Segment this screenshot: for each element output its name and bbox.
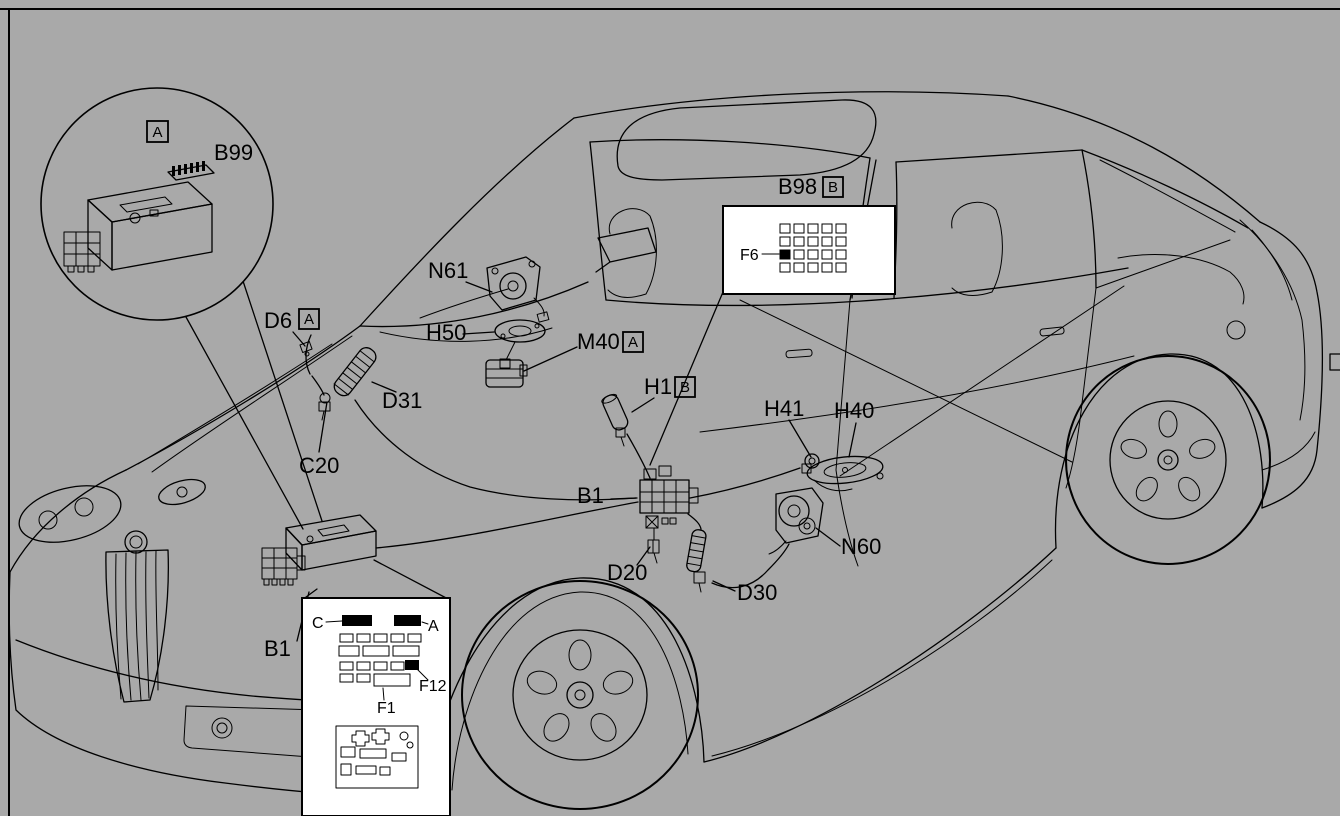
label-h1-box: B [680, 379, 690, 396]
headlight-left [18, 485, 122, 543]
component-n60-motor [768, 487, 824, 555]
grille-shield [105, 549, 169, 703]
label-n60: N60 [841, 534, 881, 559]
label-d31: D31 [382, 388, 422, 413]
b1-lower-connector-panel [335, 725, 419, 789]
frame-border [0, 8, 1340, 816]
callout-b98: B98 B F6 [722, 174, 896, 295]
detail-circle-b99: A B99 [40, 87, 323, 530]
label-d6-box: A [304, 311, 314, 328]
component-d20-connector [647, 539, 660, 564]
label-b1-upper: B1 [577, 483, 604, 508]
label-f12: F12 [419, 678, 447, 695]
component-b1-relay-box [639, 465, 699, 564]
component-m40-module [485, 359, 528, 388]
component-labels: N61 H50 D6 A M40 A D31 H1 B C20 B1 H41 H… [264, 258, 881, 661]
car-glass-and-pillars [359, 99, 1249, 567]
b99-unit-drawing [63, 161, 215, 273]
b99-pin-a-label: A [152, 124, 162, 141]
label-connector-c: C [312, 615, 324, 632]
component-h1-sensor [601, 393, 629, 447]
label-connector-a: A [428, 618, 439, 635]
b1-connector-a-bar [394, 615, 421, 626]
b1-connector-c-bar [342, 615, 372, 626]
label-f1: F1 [377, 700, 396, 717]
label-c20: C20 [299, 453, 339, 478]
component-d31-sleeve [333, 347, 377, 397]
rear-door-handle [1039, 326, 1065, 337]
b1-fuse-panel [325, 615, 429, 701]
side-mirror [595, 227, 657, 273]
component-c20-connector [318, 392, 331, 421]
b98-fuse-f6-highlight [780, 250, 790, 259]
label-h1: H1 [644, 374, 672, 399]
label-b98: B98 [778, 174, 817, 199]
component-h40-h41 [801, 453, 884, 492]
b99-pin-a-box [146, 120, 169, 143]
label-m40: M40 [577, 329, 620, 354]
label-f6: F6 [740, 247, 759, 264]
label-b99: B99 [214, 140, 253, 165]
component-d30-sleeve [686, 529, 707, 593]
fog-light [211, 717, 233, 739]
callout-b1-fusebox: C A F12 F1 [301, 559, 451, 816]
svg-text:B: B [828, 179, 838, 196]
label-h41: H41 [764, 396, 804, 421]
b99-pin-block [172, 161, 205, 176]
component-b1-battery-box [261, 514, 377, 586]
car-interior [379, 201, 1245, 477]
b98-box-letter [822, 176, 844, 198]
component-h50-horn [494, 319, 546, 369]
label-h50: H50 [426, 320, 466, 345]
b1-fuse-f12-highlight [405, 660, 419, 670]
label-d30: D30 [737, 580, 777, 605]
brand-badge [124, 530, 148, 554]
rear-wheel [1065, 355, 1271, 565]
label-n61: N61 [428, 258, 468, 283]
wiring-harness [305, 334, 801, 589]
car-body-outline [8, 91, 1323, 800]
label-m40-box: A [628, 334, 638, 351]
b98-fuse-grid [779, 223, 847, 273]
headlight-right [158, 478, 206, 506]
front-wheel [461, 580, 699, 810]
component-n61-motor [486, 256, 550, 323]
sunroof-outline [616, 99, 877, 181]
label-d6: D6 [264, 308, 292, 333]
label-d20: D20 [607, 560, 647, 585]
component-d6-connector [299, 341, 313, 357]
label-b1-lower: B1 [264, 636, 291, 661]
front-door-handle [785, 348, 813, 359]
label-h40: H40 [834, 398, 874, 423]
